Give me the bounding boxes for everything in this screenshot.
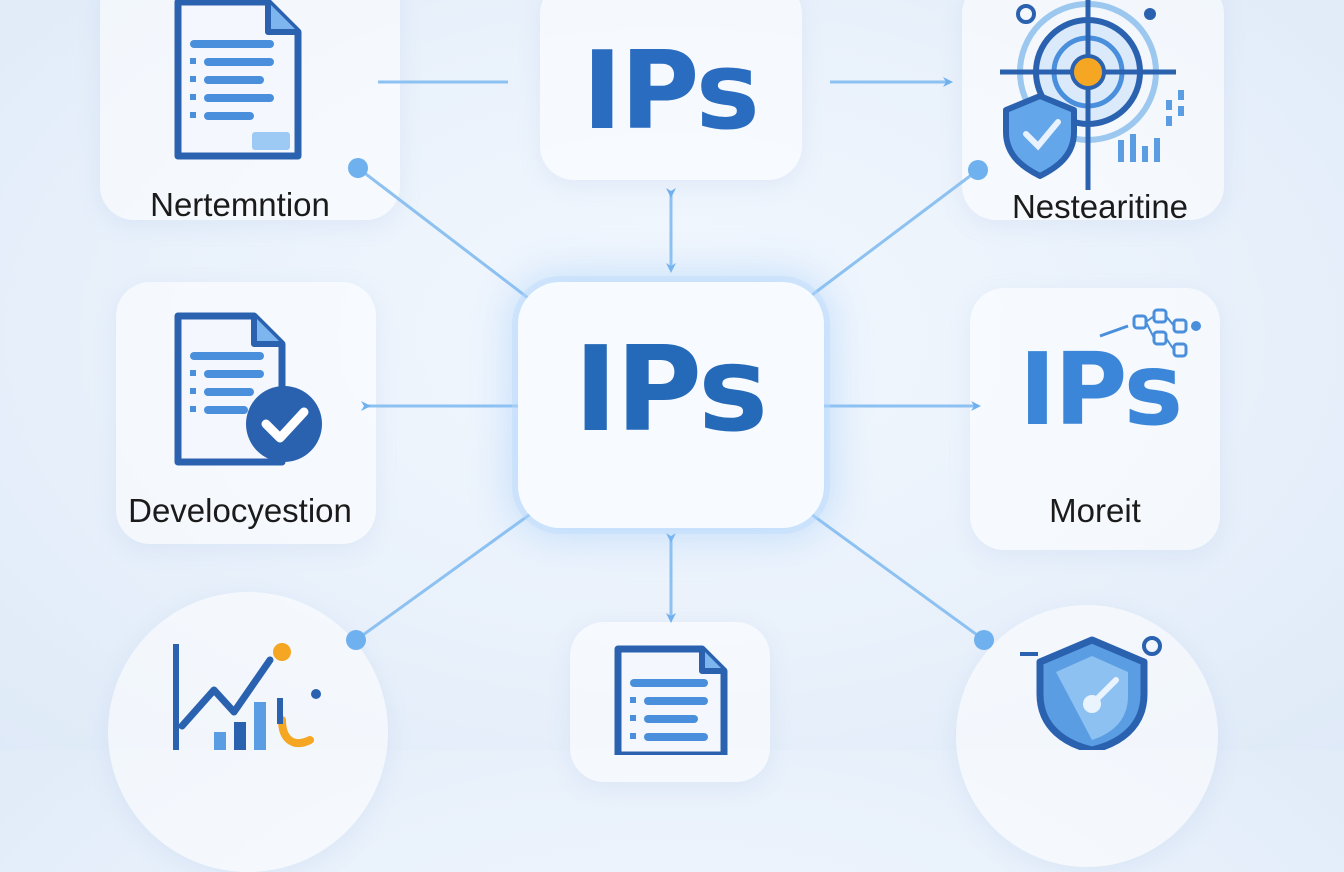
node-dot (348, 158, 368, 178)
node-dot (974, 630, 994, 650)
right-title: IPs (1018, 331, 1183, 448)
shield-target-icon (1000, 0, 1200, 200)
diag-top-right (797, 168, 979, 306)
document-check-icon (172, 312, 332, 472)
shield-icon (1020, 632, 1170, 750)
node-dot (346, 630, 366, 650)
growth-chart-icon (170, 640, 330, 750)
network-nodes-icon (1098, 308, 1208, 368)
diag-bottom-right (797, 504, 985, 642)
top-right-label: Nestearitine (1011, 188, 1189, 225)
document-icon (612, 645, 732, 755)
top-title: IPs (582, 29, 760, 154)
mid-right-label: Moreit (1049, 492, 1141, 529)
top-left-label: Nertemntion (150, 186, 330, 223)
document-icon (172, 0, 304, 162)
center-card (518, 282, 824, 528)
node-dot (968, 160, 988, 180)
top-center-card (540, 0, 802, 180)
diag-bottom-left (355, 508, 539, 642)
diag-top-left (357, 166, 539, 306)
center-title: IPs (573, 320, 769, 458)
mid-left-label: Develocyestion (128, 492, 352, 529)
